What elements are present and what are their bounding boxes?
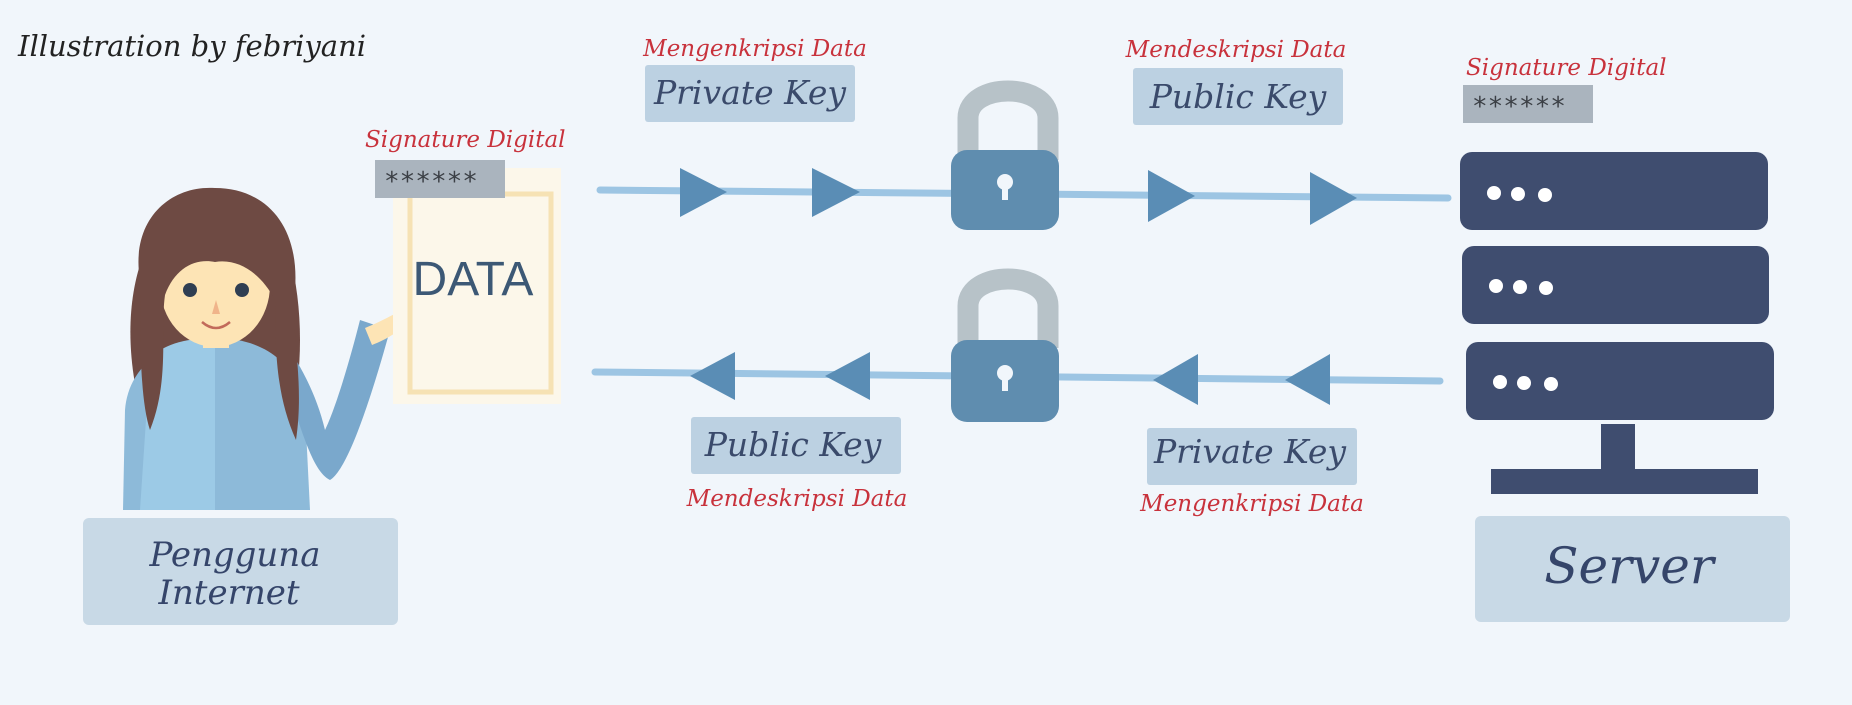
server-led [1493,375,1507,389]
server-stand-post [1601,424,1635,474]
bottom-lock-shackle [957,268,1059,348]
server-rack-unit-1 [1460,152,1768,230]
user-label-line1: Pengguna [149,535,321,575]
bottom-left-key-box [691,417,901,474]
user-nose [212,300,220,314]
user-illustration [123,187,424,510]
illustration-credit: Illustration by febriyani [17,29,366,63]
top-lock-shackle [957,80,1059,160]
data-document: DATA [393,168,561,404]
top-lock-icon [951,80,1059,230]
user-left-eye [183,283,197,297]
top-arrow-1 [680,168,727,217]
user-label-line2: Internet [157,573,299,613]
top-lock-keyhole [997,174,1013,190]
top-right-action: Mendeskripsi Data [1125,37,1347,63]
server-rack-unit-3 [1466,342,1774,420]
server-signature-title: Signature Digital [1466,55,1667,81]
server-stand-base [1491,469,1758,494]
bottom-right-key-box [1147,428,1357,485]
server-led [1487,186,1501,200]
server-led [1489,279,1503,293]
document-paper [393,168,561,404]
top-arrow-2 [812,168,860,217]
bottom-arrow-2 [825,352,870,400]
document-label: DATA [413,253,534,306]
server-signature-mask: ****** [1472,92,1566,122]
user-hair-front [138,187,299,440]
server-rack-unit-2 [1462,246,1769,324]
server-led [1517,376,1531,390]
user-signature-box [375,160,505,198]
server-led [1538,188,1552,202]
bottom-left-key-label: Public Key [704,425,882,464]
server-led [1539,281,1553,295]
server-led [1544,377,1558,391]
bottom-left-action: Mendeskripsi Data [686,486,908,512]
server-signature-box [1463,85,1593,123]
bottom-arrow-1 [690,352,735,400]
user-right-eye [235,283,249,297]
top-lock-keyhole-slot [1002,184,1008,200]
top-right-key-box [1133,68,1343,125]
user-signature-mask: ****** [384,167,478,197]
top-right-key-label: Public Key [1149,77,1327,116]
bottom-lock-keyhole [997,365,1013,381]
user-mouth [201,321,231,330]
bottom-right-key-label: Private Key [1153,432,1346,471]
server-label-box [1475,516,1790,622]
user-label-box [83,518,398,625]
server-illustration: Signature Digital ****** [1460,55,1774,494]
bottom-flow: Public Key Mendeskripsi Data Private Key… [591,268,1444,517]
top-left-action: Mengenkripsi Data [642,36,867,62]
top-arrow-4 [1310,172,1357,225]
top-left-key-label: Private Key [653,73,846,112]
bottom-lock-keyhole-slot [1002,375,1008,391]
user-raised-arm [280,320,390,480]
bottom-arrow-4 [1285,354,1330,405]
server-label: Server [1544,537,1717,595]
user-signature-title: Signature Digital [365,127,566,153]
bottom-right-action: Mengenkripsi Data [1139,491,1364,517]
server-led [1511,187,1525,201]
bottom-arrow-3 [1153,354,1198,405]
server-led [1513,280,1527,294]
top-left-key-box [645,65,855,122]
bottom-lock-icon [951,268,1059,422]
top-flow: Mengenkripsi Data Private Key Mendeskrip… [596,36,1452,230]
top-arrow-3 [1148,170,1195,222]
